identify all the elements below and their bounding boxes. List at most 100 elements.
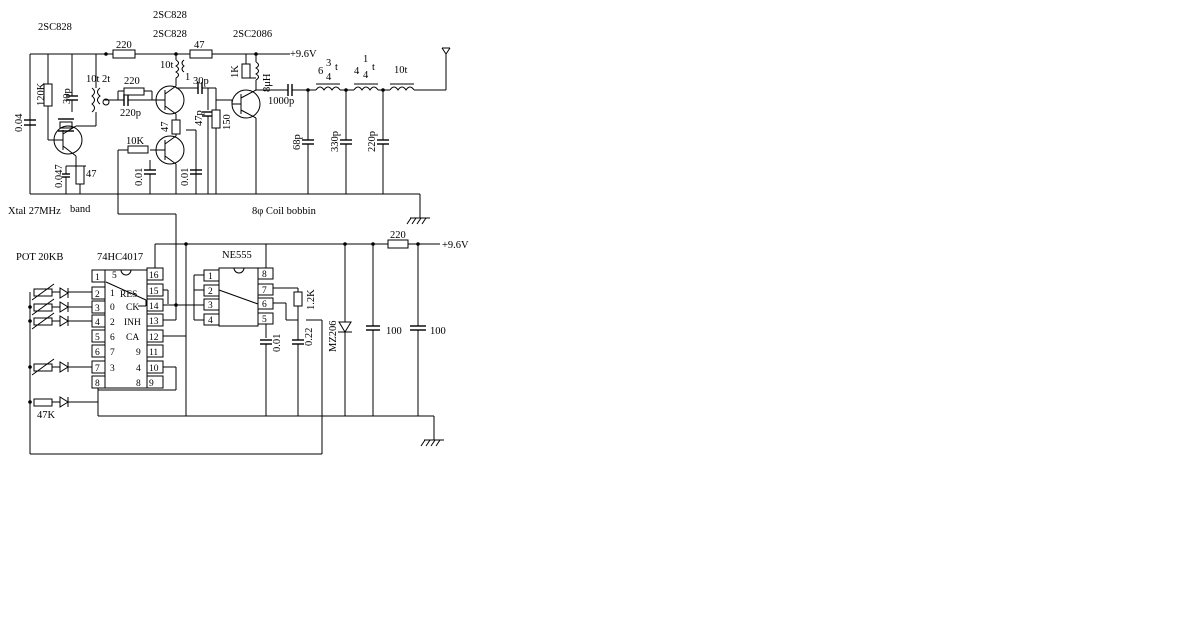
logic-c100-b-label: 100 bbox=[430, 326, 446, 337]
timer-label: NE555 bbox=[222, 250, 252, 261]
logic-r12k-label: 1.2K bbox=[306, 289, 317, 310]
xtal-label: Xtal 27MHz bbox=[8, 206, 61, 217]
pot-label: POT 20KB bbox=[16, 252, 63, 263]
rf-c30p-a-label: 30p bbox=[62, 88, 73, 104]
rf-c001-a-label: 0.01 bbox=[134, 168, 145, 186]
counter-pin-8: 8 bbox=[95, 379, 100, 389]
rf-c30p-b-label: 30p bbox=[193, 76, 209, 87]
pot-channel-1 bbox=[31, 283, 92, 301]
antenna-symbol bbox=[441, 47, 451, 55]
r47k-channel bbox=[33, 396, 98, 408]
logic-r220-label: 220 bbox=[390, 230, 406, 241]
counter-inner-3: 3 bbox=[110, 364, 115, 374]
counter-ic bbox=[104, 269, 148, 389]
timer-left-pins: 1 2 3 4 bbox=[203, 269, 220, 326]
output-coil-a bbox=[315, 83, 341, 91]
counter-pin-12: 12 bbox=[149, 333, 159, 343]
rf-c0047-label: 0.047 bbox=[54, 164, 65, 188]
rf-r220-mid-label: 220 bbox=[124, 76, 140, 87]
q3-transistor bbox=[150, 135, 185, 165]
timer-pin-8: 8 bbox=[262, 270, 267, 280]
rf-q3-label: 2SC828 bbox=[153, 29, 187, 40]
rf-q4-label: 2SC2086 bbox=[233, 29, 272, 40]
rf-r1k-label: 1K bbox=[230, 65, 241, 78]
logic-c001-label: 0.01 bbox=[272, 334, 283, 352]
rf-section: +9.6V 220 47 0.04 2SC828 120K bbox=[8, 10, 451, 314]
counter-pin-5: 5 bbox=[95, 333, 100, 343]
counter-pin-10: 10 bbox=[149, 364, 159, 374]
q4-transistor bbox=[231, 89, 261, 119]
counter-pin-11: 11 bbox=[149, 348, 158, 358]
coil-a-t: t bbox=[335, 62, 338, 73]
counter-inner-0: 0 bbox=[110, 303, 115, 313]
rf-r47-emit-label: 47 bbox=[160, 122, 171, 133]
rf-c220p-out-label: 220p bbox=[367, 131, 378, 152]
rf-c004-label: 0.04 bbox=[14, 113, 25, 132]
counter-pin-15: 15 bbox=[149, 287, 159, 297]
rf-c47p-label: 47p bbox=[194, 110, 205, 126]
transformer-10t2t bbox=[91, 87, 110, 113]
counter-inner-res: RES bbox=[120, 290, 137, 300]
rf-r150-label: 150 bbox=[222, 114, 233, 130]
counter-inner-ca: CA bbox=[126, 333, 139, 343]
coil-b-t: t bbox=[372, 62, 375, 73]
rf-c1000p-label: 1000p bbox=[268, 96, 294, 107]
timer-right-pins: 8 7 6 5 bbox=[257, 267, 274, 325]
pot-channel-2 bbox=[31, 298, 92, 316]
pot-channel-3 bbox=[31, 312, 92, 330]
timer-pin-5: 5 bbox=[262, 315, 267, 325]
rf-r10k-label: 10K bbox=[126, 136, 145, 147]
rf-q1-label: 2SC828 bbox=[38, 22, 72, 33]
coil-a-num: 3 bbox=[326, 58, 331, 69]
logic-supply-label: +9.6V bbox=[442, 240, 469, 251]
counter-pin-6: 6 bbox=[95, 348, 100, 358]
timer-pin-7: 7 bbox=[262, 286, 267, 296]
timer-pin-3: 3 bbox=[208, 301, 213, 311]
counter-right-pins: 16 15 14 13 12 11 10 9 bbox=[146, 267, 164, 389]
crystal-symbol bbox=[58, 118, 74, 132]
timer-pin-4: 4 bbox=[208, 316, 213, 326]
rf-c220p-mid-label: 220p bbox=[120, 108, 141, 119]
logic-ground-symbol bbox=[420, 439, 444, 447]
pot-channel-4 bbox=[31, 358, 92, 376]
counter-pin-3: 3 bbox=[95, 304, 100, 314]
q2-transistor bbox=[152, 85, 185, 115]
counter-inner-ck: CK bbox=[126, 303, 139, 313]
coil-10t2t-label: 10t 2t bbox=[86, 74, 110, 85]
logic-c022-label: 0.22 bbox=[304, 328, 315, 346]
coil-1-label: 1 bbox=[185, 72, 190, 83]
coil-b-num: 1 bbox=[363, 54, 368, 65]
counter-inner-1: 1 bbox=[110, 289, 115, 299]
counter-inner-6: 6 bbox=[110, 333, 115, 343]
rf-ground-symbol bbox=[406, 217, 430, 225]
counter-inner-4: 4 bbox=[136, 364, 141, 374]
coil-a-whole: 6 bbox=[318, 66, 323, 77]
coil-b-den: 4 bbox=[363, 70, 369, 81]
counter-pin-13: 13 bbox=[149, 317, 159, 327]
rf-c330p-label: 330p bbox=[330, 131, 341, 152]
zener-symbol bbox=[338, 321, 352, 333]
timer-ic bbox=[218, 267, 259, 327]
rf-r47-bottom-label: 47 bbox=[86, 169, 97, 180]
counter-pin-4: 4 bbox=[95, 318, 100, 328]
output-coil-c bbox=[389, 83, 415, 91]
coil-10t-out-label: 10t bbox=[394, 65, 408, 76]
rf-supply-label: +9.6V bbox=[290, 49, 317, 60]
counter-inner-7: 7 bbox=[110, 348, 115, 358]
counter-inner-labels: 5 1 0 2 6 7 3 RES CK INH CA 9 4 8 bbox=[110, 271, 141, 389]
counter-pin-14: 14 bbox=[149, 302, 159, 312]
counter-inner-5: 5 bbox=[112, 271, 117, 281]
counter-pin-9: 9 bbox=[149, 379, 154, 389]
coil-b-whole: 4 bbox=[354, 66, 360, 77]
counter-pin-7: 7 bbox=[95, 364, 100, 374]
output-coil-b bbox=[353, 83, 379, 91]
timer-pin-2: 2 bbox=[208, 287, 213, 297]
rf-r47-top-label: 47 bbox=[194, 40, 205, 51]
logic-section: 220 +9.6V POT 20KB 74HC4017 NE555 bbox=[16, 230, 469, 455]
band-label: band bbox=[70, 204, 91, 215]
counter-inner-inh: INH bbox=[124, 318, 141, 328]
counter-inner-2: 2 bbox=[110, 318, 115, 328]
logic-c100-a-label: 100 bbox=[386, 326, 402, 337]
rf-q2-label: 2SC828 bbox=[153, 10, 187, 21]
